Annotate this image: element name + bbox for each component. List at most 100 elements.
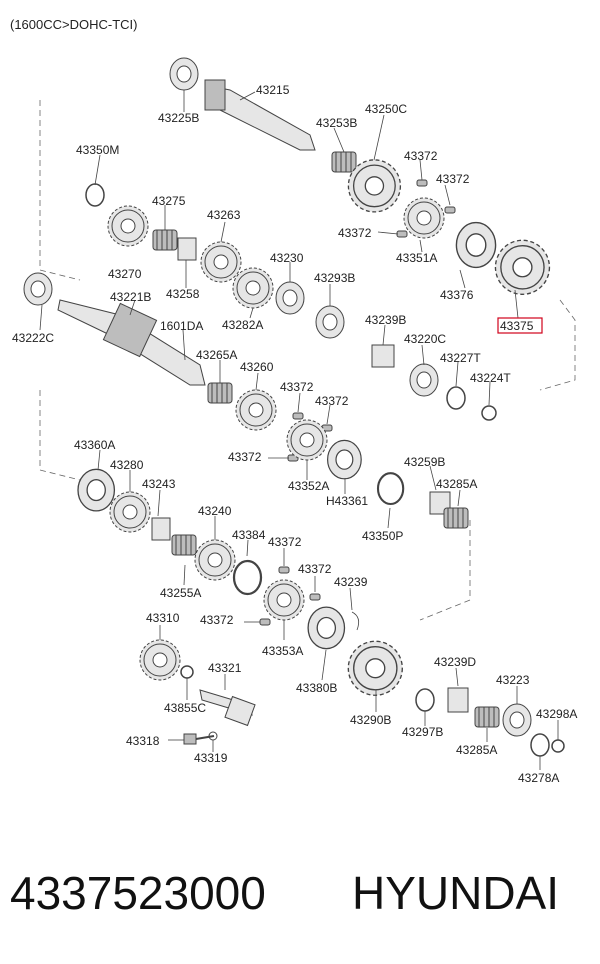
output-shaft-43221B	[57, 299, 206, 386]
key-43372-b	[444, 206, 456, 214]
label-43350M: 43350M	[76, 143, 119, 157]
highlight-box-43375	[497, 317, 543, 334]
leader-lines	[39, 90, 559, 770]
label-43239B: 43239B	[365, 313, 406, 327]
label-43270: 43270	[108, 267, 142, 281]
label-43215: 43215	[256, 83, 290, 97]
bushing-43258	[177, 237, 197, 261]
label-43298A: 43298A	[536, 707, 577, 721]
label-43265A: 43265A	[196, 348, 237, 362]
gear-43293B	[315, 305, 345, 339]
label-43855C: 43855C	[164, 701, 206, 715]
gear-43240	[194, 539, 236, 581]
label-43372-c: 43372	[338, 226, 372, 240]
bearing-43222C	[23, 272, 53, 306]
label-43351A: 43351A	[396, 251, 437, 265]
synchro-hub-43351A	[403, 197, 445, 239]
label-43250C: 43250C	[365, 102, 407, 116]
gear-43270	[107, 205, 149, 247]
speedometer-shaft-43321	[199, 689, 256, 727]
bushing-43239B	[371, 344, 395, 368]
label-43227T: 43227T	[440, 351, 481, 365]
gear-43375	[494, 239, 551, 295]
label-43380B: 43380B	[296, 681, 337, 695]
label-43220C: 43220C	[404, 332, 446, 346]
washer-43298A	[551, 739, 565, 753]
label-43384: 43384	[232, 528, 266, 542]
needle-bearing-43285A	[443, 507, 469, 529]
label-43352A: 43352A	[288, 479, 329, 493]
label-H43361: H43361	[326, 494, 368, 508]
sleeve-43380B	[307, 606, 346, 650]
label-1601DA: 1601DA	[160, 319, 203, 333]
label-43255A: 43255A	[160, 586, 201, 600]
label-43372-f: 43372	[228, 450, 262, 464]
key-43372-i	[259, 618, 271, 626]
sleeve-H43361	[327, 439, 362, 480]
label-43318: 43318	[126, 734, 160, 748]
needle-bearing-43275	[152, 229, 178, 251]
synchro-ring-43350P	[376, 472, 405, 506]
label-43375: 43375	[500, 319, 534, 333]
synchro-hub-43352A	[286, 419, 328, 461]
footer-brand: HYUNDAI	[352, 867, 560, 919]
label-43259B: 43259B	[404, 455, 445, 469]
label-43240: 43240	[198, 504, 232, 518]
guide-line-left	[39, 390, 81, 481]
label-43275: 43275	[152, 194, 186, 208]
needle-bearing-43265A	[207, 382, 233, 404]
label-43285A-2: 43285A	[456, 743, 497, 757]
gear-43280	[109, 491, 151, 533]
label-43221B: 43221B	[110, 290, 151, 304]
exploded-parts-diagram: (1600CC>DOHC-TCI)	[10, 17, 577, 785]
washer-43224T	[481, 405, 497, 421]
key-43372-c	[396, 230, 408, 238]
needle-bearing-43255A	[171, 534, 197, 556]
gear-43310	[139, 639, 181, 681]
engine-note: (1600CC>DOHC-TCI)	[10, 17, 138, 32]
bearing-43225B	[169, 57, 199, 91]
label-43376: 43376	[440, 288, 474, 302]
label-43260: 43260	[240, 360, 274, 374]
label-43290B: 43290B	[350, 713, 391, 727]
sleeve-43376	[455, 221, 497, 269]
snap-ring-43297B	[415, 688, 435, 712]
label-43372-b: 43372	[436, 172, 470, 186]
label-43253B: 43253B	[316, 116, 357, 130]
hub-43360A	[77, 468, 116, 512]
bushing-43239D	[447, 687, 469, 713]
bearing-43223	[502, 703, 532, 737]
gear-43230	[275, 281, 305, 315]
gear-43282A	[232, 267, 274, 309]
label-43319: 43319	[194, 751, 228, 765]
label-43239: 43239	[334, 575, 368, 589]
label-43372-g: 43372	[268, 535, 302, 549]
bolt-43318	[183, 733, 215, 745]
needle-bearing-43253B	[331, 151, 357, 173]
label-43224T: 43224T	[470, 371, 511, 385]
label-43321: 43321	[208, 661, 242, 675]
bearing-43220C	[409, 363, 439, 397]
label-43372-i: 43372	[200, 613, 234, 627]
label-43310: 43310	[146, 611, 180, 625]
label-43278A: 43278A	[518, 771, 559, 785]
label-43222C: 43222C	[12, 331, 54, 345]
label-43282A: 43282A	[222, 318, 263, 332]
synchro-ring-43384	[232, 559, 263, 596]
label-43372-h: 43372	[298, 562, 332, 576]
label-43223: 43223	[496, 673, 530, 687]
synchro-hub-43353A	[263, 579, 305, 621]
gear-43290B	[347, 640, 403, 696]
key-43372-h	[309, 593, 321, 601]
part-labels: 43225B 43215 43253B 43250C 43350M 43372 …	[12, 83, 577, 785]
gear-43260	[235, 389, 277, 431]
gear-43250C	[347, 159, 402, 213]
guide-line-top	[39, 100, 81, 281]
label-43350P: 43350P	[362, 529, 403, 543]
label-43372-a: 43372	[404, 149, 438, 163]
seal-43855C	[180, 665, 194, 679]
label-43353A: 43353A	[262, 644, 303, 658]
label-43239D: 43239D	[434, 655, 476, 669]
label-43293B: 43293B	[314, 271, 355, 285]
spring-43239	[351, 611, 360, 631]
